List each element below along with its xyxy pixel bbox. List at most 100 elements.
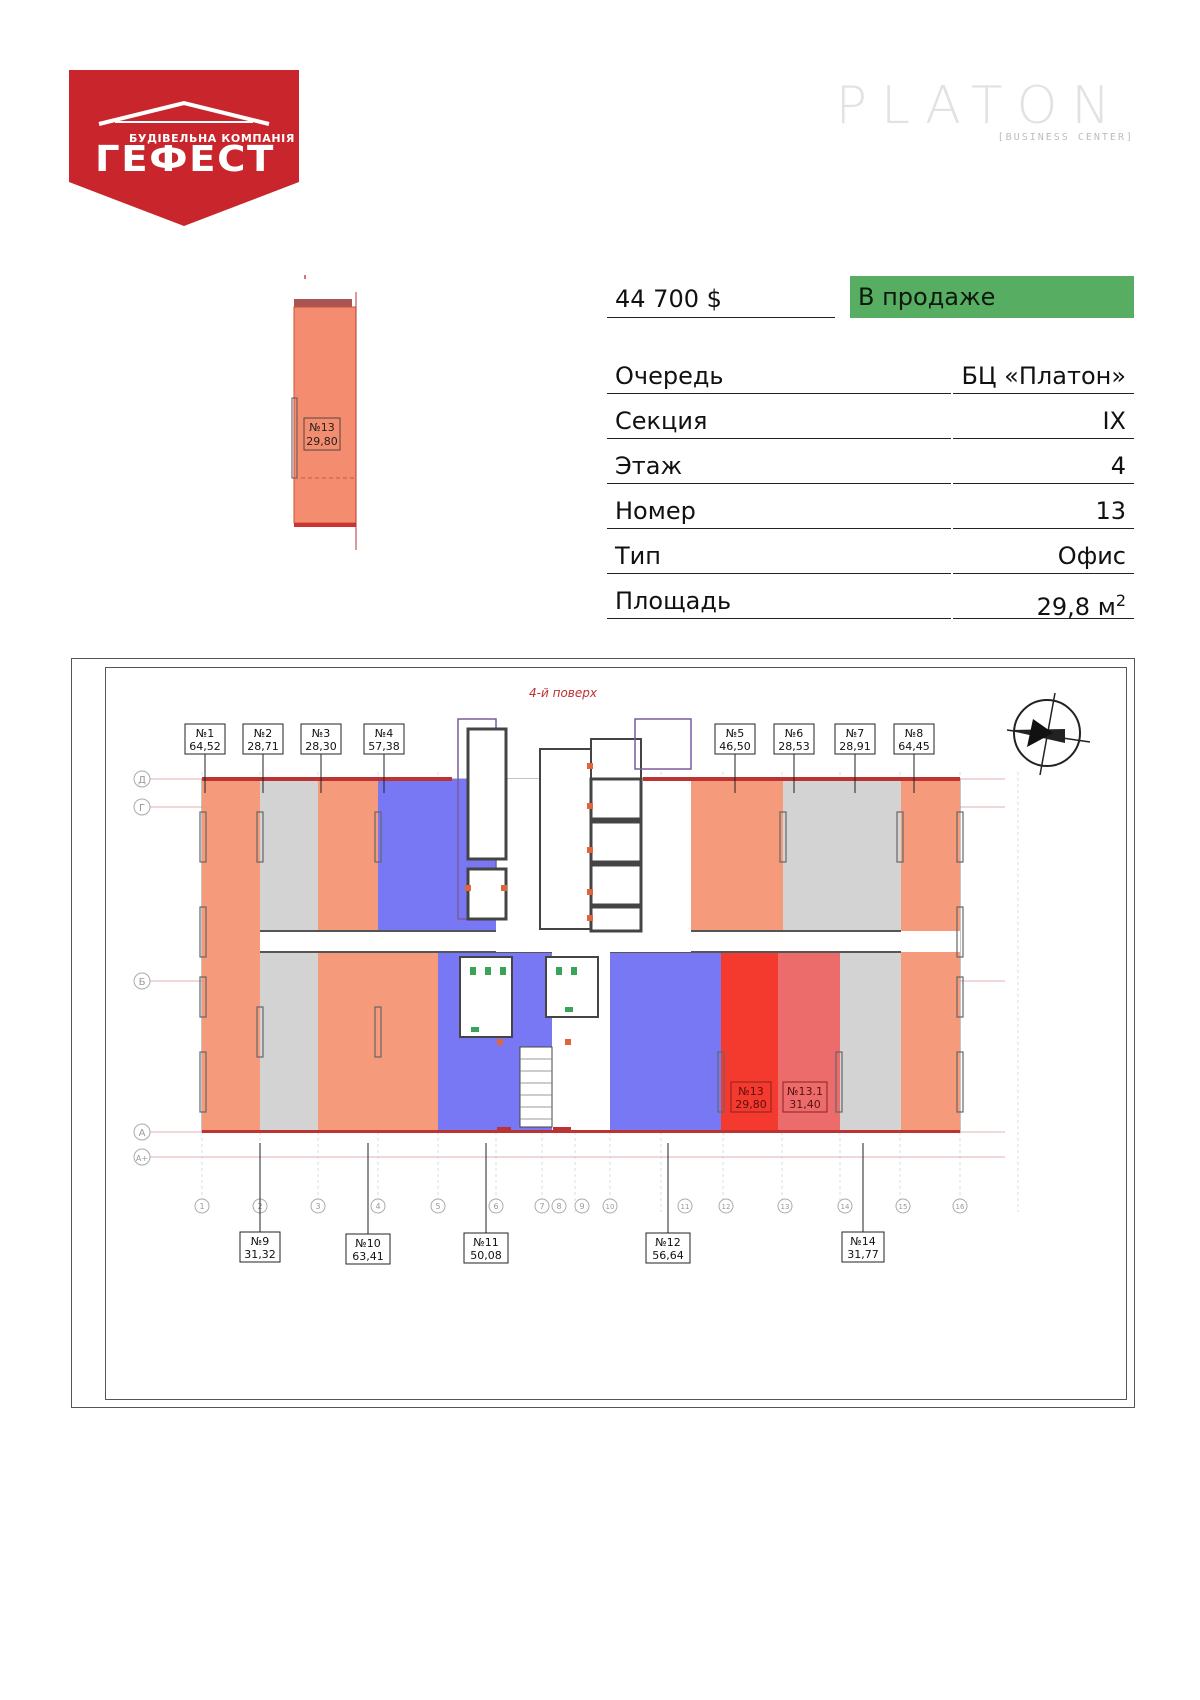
unit-7-shape[interactable] [841, 779, 901, 931]
unit-4-callout[interactable] [363, 723, 405, 755]
unit-14-callout[interactable] [841, 1231, 885, 1263]
column-axis-circle [718, 1198, 734, 1214]
row-axis-circle [133, 1123, 151, 1141]
unit-9-label: №9 [251, 1235, 269, 1248]
unit-labels-bottom: №9 31,32 №10 63,41 №11 50,08 №12 56,64 №… [239, 1081, 885, 1265]
floor-plan: 4-й поверх Д Г [133, 686, 1091, 1265]
roof-icon [98, 100, 270, 126]
unit-13-label: №13 [738, 1085, 763, 1098]
platon-logo-word: PLATON [835, 76, 1125, 136]
unit-14-shape[interactable] [840, 952, 901, 1132]
unit-9-shape[interactable] [260, 952, 318, 1132]
price: 44 700 $ [607, 284, 835, 318]
row-axis-circle [133, 972, 151, 990]
thumb-unit-label: №13 [309, 421, 334, 434]
brand-name: ГЕФЕСТ [95, 139, 275, 180]
elevator-2 [589, 820, 643, 864]
elevator-3 [589, 863, 643, 907]
unit-13-callout[interactable] [730, 1081, 772, 1113]
unit-labels-top: №1 64,52 №2 28,71 №3 28,30 №4 57,38 №5 4… [184, 723, 935, 793]
unit-8-callout[interactable] [893, 723, 935, 755]
unit-8-label: №8 [905, 727, 923, 740]
platon-logo-subtitle: [BUSINESS CENTER] [997, 132, 1134, 143]
floor-plan-inner-frame [105, 667, 1127, 1400]
row-queue-value: БЦ «Платон» [953, 358, 1134, 394]
shaft-markers [465, 763, 593, 1045]
unit-11-callout[interactable] [463, 1232, 509, 1264]
unit-10-shape[interactable] [318, 952, 438, 1132]
external-walls [202, 777, 960, 1133]
unit-3-area: 28,30 [305, 740, 337, 753]
floor-plan-title: 4-й поверх [529, 686, 598, 700]
platon-logo: PLATON [BUSINESS CENTER] [820, 78, 1140, 150]
column-axis-circle [574, 1198, 590, 1214]
elevator-4 [589, 905, 643, 933]
unit-1-shape[interactable] [202, 779, 260, 966]
elevator-hall [590, 738, 642, 780]
unit-13-1-shape[interactable] [778, 952, 840, 1132]
status-badge: В продаже [850, 276, 1134, 318]
unit-1-south-shape[interactable] [202, 966, 260, 1132]
column-axis-circle [551, 1198, 567, 1214]
windows [199, 811, 964, 1113]
lobby-room [539, 748, 597, 930]
thumb-unit-shape [293, 306, 357, 524]
column-axis-circle [430, 1198, 446, 1214]
unit-6-callout[interactable] [773, 723, 815, 755]
unit-9-callout[interactable] [239, 1231, 281, 1263]
unit-14-area: 31,77 [847, 1248, 879, 1261]
unit-5-shape[interactable] [691, 779, 783, 931]
unit-3-label: №3 [312, 727, 330, 740]
row-floor-value: 4 [953, 448, 1134, 484]
floor-plan-outer-frame [71, 658, 1135, 1408]
column-axis-label: 7 [539, 1202, 544, 1211]
thumb-label-box [303, 417, 341, 451]
row-axis-label: А [139, 1128, 146, 1139]
compass-icon [1006, 692, 1091, 776]
row-area-value: 29,8 м2 [953, 583, 1134, 621]
unit-12-callout[interactable] [645, 1232, 691, 1264]
row-type-value: Офис [953, 538, 1134, 574]
column-axis-circle [952, 1198, 968, 1214]
row-axis-circle [133, 798, 151, 816]
column-axis-circle [194, 1198, 210, 1214]
column-axis-label: 16 [956, 1203, 965, 1211]
column-axis-label: 9 [579, 1202, 584, 1211]
shaft-right [634, 718, 692, 770]
column-axis-label: 10 [606, 1203, 615, 1211]
row-number-label: Номер [607, 493, 951, 529]
unit-5-label: №5 [726, 727, 744, 740]
unit-6-shape[interactable] [783, 779, 841, 931]
column-axis-label: 15 [899, 1203, 908, 1211]
unit-6-area: 28,53 [778, 740, 810, 753]
unit-3-shape[interactable] [318, 779, 378, 931]
unit-10-callout[interactable] [345, 1233, 391, 1265]
column-axis-circle [488, 1198, 504, 1214]
column-axis-circle [534, 1198, 550, 1214]
row-axis-label: Б [139, 977, 146, 988]
stair-shaft [466, 727, 508, 861]
row-floor-label: Этаж [607, 448, 951, 484]
column-axis-label: 8 [556, 1202, 561, 1211]
brand-shield-shape [69, 70, 299, 226]
unit-8-south-shape[interactable] [901, 966, 960, 1132]
column-axis-circle [370, 1198, 386, 1214]
row-axis-label: Г [139, 803, 145, 814]
stair-steps [520, 1058, 552, 1120]
row-area-label: Площадь [607, 583, 951, 619]
row-axis-markers: Д Г Б А А+ [133, 770, 151, 1166]
unit-13-1-callout[interactable] [782, 1081, 828, 1113]
unit-11-area: 50,08 [470, 1249, 502, 1262]
unit-10-label: №10 [355, 1237, 380, 1250]
column-axis-circle [677, 1198, 693, 1214]
wc-fixtures [470, 967, 577, 1032]
row-axis-label: Д [138, 775, 146, 786]
unit-4-area: 57,38 [368, 740, 400, 753]
unit-2-shape[interactable] [260, 779, 318, 931]
thumb-wall-top [294, 299, 352, 307]
row-axis-circle [133, 1148, 151, 1166]
unit-12-shape[interactable] [610, 952, 721, 1132]
row-area-unit-exponent: 2 [1115, 591, 1126, 610]
unit-1-label: №1 [196, 727, 214, 740]
unit-6-label: №6 [785, 727, 803, 740]
